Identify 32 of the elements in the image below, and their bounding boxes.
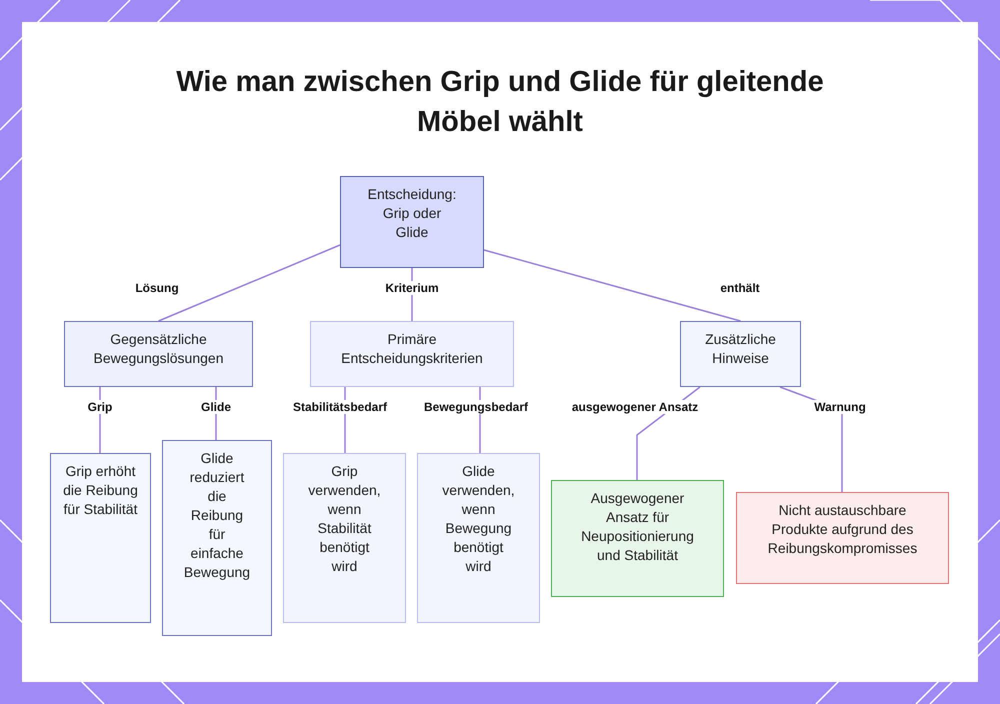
edge-label: ausgewogener Ansatz (570, 400, 700, 414)
edge-label: Grip (86, 400, 114, 414)
process-box (162, 440, 272, 636)
process-box (417, 453, 540, 623)
node-text: Zusätzliche Hinweise (704, 330, 777, 368)
edge-label: enthält (718, 281, 762, 295)
edge-label: Glide (199, 400, 233, 414)
node-text: Entscheidung: Grip oder Glide (366, 185, 458, 242)
edge-label: Warnung (812, 400, 868, 414)
process-box (64, 321, 253, 387)
edge-label: Lösung (133, 281, 181, 295)
process-box (680, 321, 801, 387)
edge-label: Stabilitätsbedarf (290, 400, 390, 414)
node-text: Glide verwenden, wenn Bewegung benötigt wird (441, 462, 516, 576)
node-text: Ausgewogener Ansatz für Neupositionierung und Stabilität (580, 489, 695, 565)
warning-box (736, 492, 949, 584)
decision-box (340, 176, 484, 268)
result-box (551, 480, 724, 597)
process-box (50, 453, 151, 623)
connector-line (158, 244, 340, 322)
node-text: Grip verwenden, wenn Stabilität benötigt wird (307, 462, 382, 576)
node-text: Gegensätzliche Bewegungslösungen (92, 330, 224, 368)
node-text: Grip erhöht die Reibung für Stabilität (63, 462, 138, 519)
edge-label: Kriterium (383, 281, 441, 295)
process-box (283, 453, 406, 623)
process-box (310, 321, 514, 387)
diagram-title: Wie man zwischen Grip und Glide für gleitende Möbel wählt (175, 65, 825, 140)
node-text: Primäre Entscheidungskriterien (340, 330, 484, 368)
node-text: Glide reduziert die Reibung für einfache Bewegung (183, 449, 251, 582)
connector-line (484, 249, 741, 322)
node-text: Nicht austauschbare Produkte aufgrund des Reibungskompromisses (766, 501, 918, 558)
edge-label: Bewegungsbedarf (422, 400, 530, 414)
